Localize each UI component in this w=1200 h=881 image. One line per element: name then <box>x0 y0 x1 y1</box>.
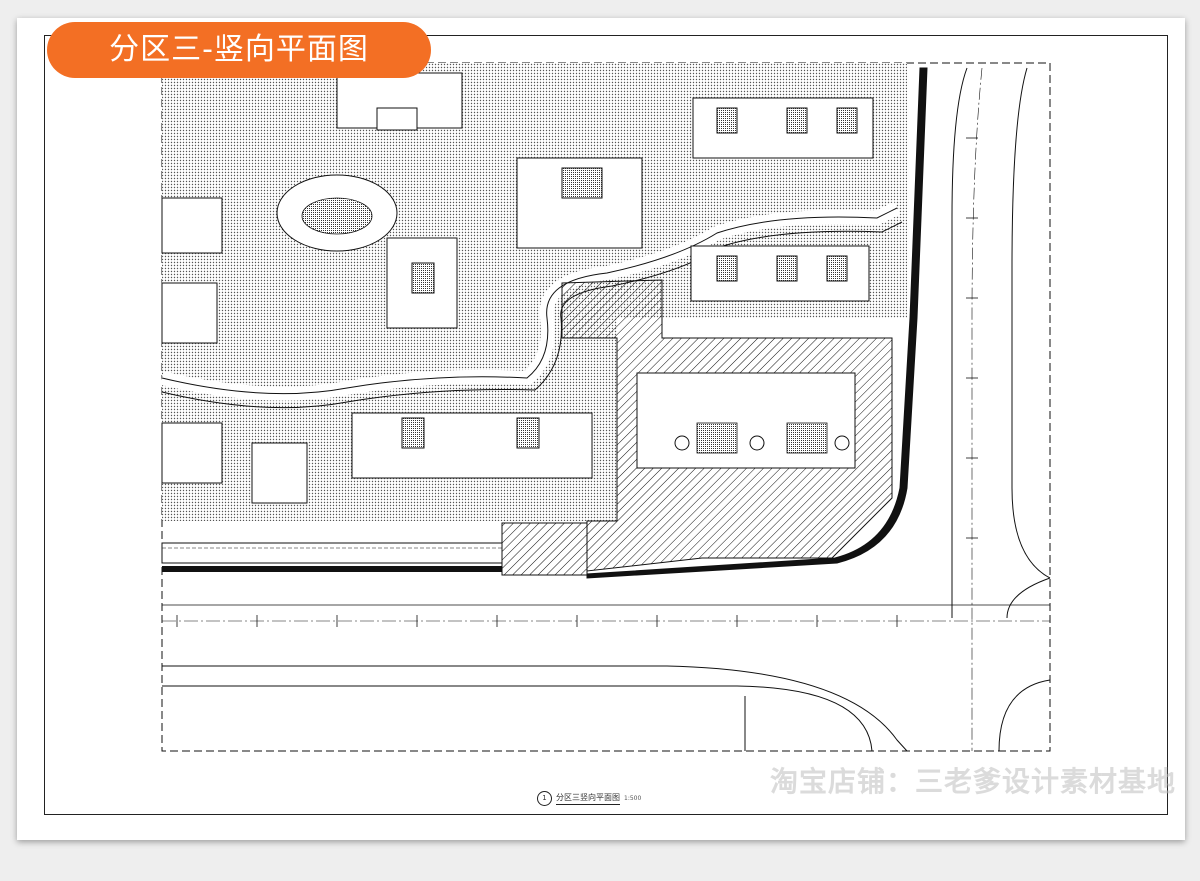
commercial-core <box>696 422 738 454</box>
commercial-column <box>749 435 765 451</box>
drawing-scale: 1:500 <box>624 794 642 802</box>
watermark: 淘宝店铺：三老爹设计素材基地 <box>769 765 1176 798</box>
south-gate <box>501 522 588 576</box>
drawing-caption: 1 分区三竖向平面图 1:500 <box>537 790 641 806</box>
south-fence-strip <box>161 542 503 564</box>
corner-curb <box>998 679 1051 752</box>
sheet-border-frame <box>44 35 1168 815</box>
east-road-edge <box>1011 67 1051 579</box>
south-wall-black <box>162 566 502 572</box>
east-road-centerline <box>971 67 983 751</box>
internal-road-edge <box>161 207 898 395</box>
drawing-caption-label: 分区三竖向平面图 <box>556 792 620 805</box>
residential-buildings <box>161 72 874 504</box>
south-road-edge <box>162 665 908 752</box>
commercial-building <box>636 372 856 469</box>
internal-road-edge <box>161 221 903 409</box>
drawing-number: 1 <box>537 790 552 806</box>
corner-curb <box>1006 577 1051 619</box>
drawing-sheet: 1 分区三竖向平面图 1:500 <box>17 18 1185 840</box>
plaza-pond <box>301 197 373 235</box>
commercial-column <box>674 435 690 451</box>
site-plan-drawing <box>160 62 1051 752</box>
south-road-edge <box>162 685 873 752</box>
commercial-column <box>834 435 850 451</box>
east-road-edge <box>951 67 968 618</box>
commercial-core <box>786 422 828 454</box>
page-title: 分区三-竖向平面图 <box>47 22 431 78</box>
elevation-markers <box>176 137 978 627</box>
